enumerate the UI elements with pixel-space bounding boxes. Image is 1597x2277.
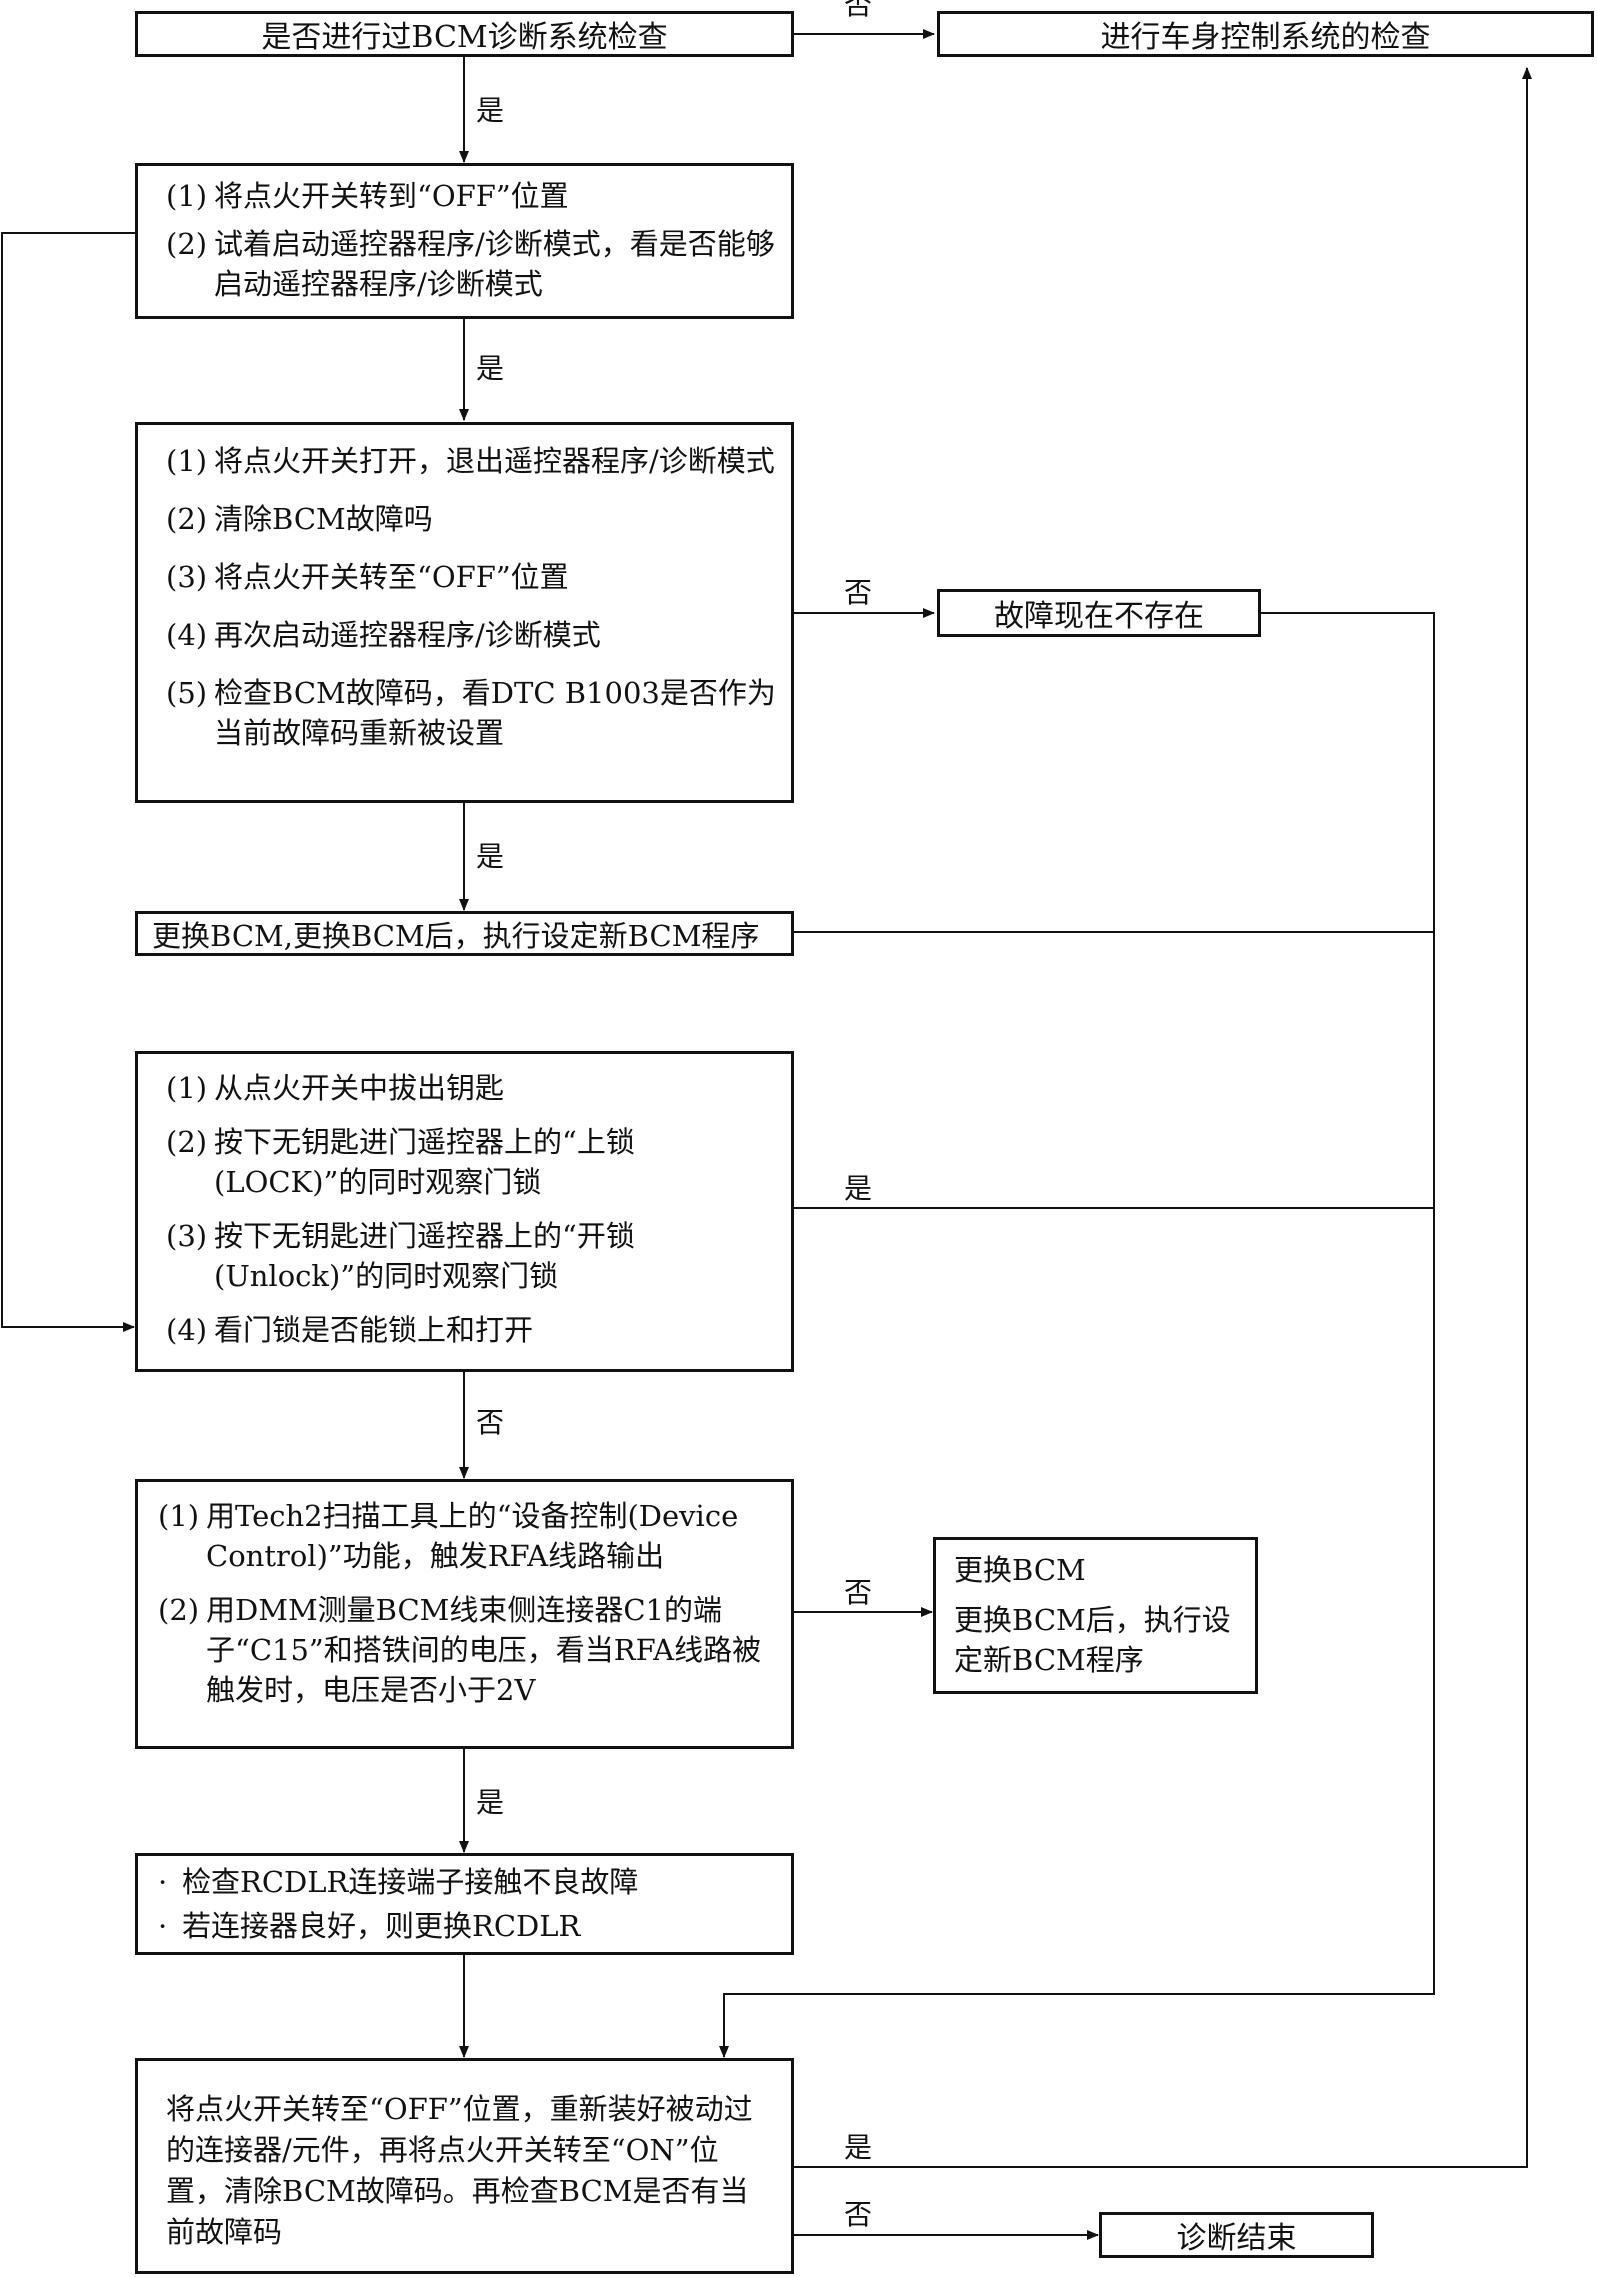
label-yes-3: 是 bbox=[476, 840, 505, 873]
lock-test-box: (1)从点火开关中拔出钥匙 (2)按下无钥匙进门遥控器上的“上锁(LOCK)”的… bbox=[135, 1051, 794, 1372]
bcm-check-question-text: 是否进行过BCM诊断系统检查 bbox=[261, 20, 668, 55]
replace-bcm-box: 更换BCM 更换BCM后，执行设定新BCM程序 bbox=[933, 1537, 1258, 1694]
label-no-top: 否 bbox=[844, 0, 873, 21]
fault-absent-box: 故障现在不存在 bbox=[937, 589, 1261, 637]
fault-absent-text: 故障现在不存在 bbox=[994, 599, 1204, 634]
label-yes-5: 是 bbox=[476, 1786, 505, 1819]
diagnosis-end-text: 诊断结束 bbox=[1176, 2221, 1297, 2256]
rfa-test-box: (1)用Tech2扫描工具上的“设备控制(Device Control)”功能，… bbox=[135, 1479, 794, 1749]
rfa-test-step: (1)用Tech2扫描工具上的“设备控制(Device Control)”功能，… bbox=[158, 1499, 739, 1573]
body-control-check-box: 进行车身控制系统的检查 bbox=[937, 11, 1594, 57]
replace-bcm-title: 更换BCM bbox=[954, 1553, 1086, 1587]
final-check-text: 将点火开关转至“OFF”位置，重新装好被动过的连接器/元件，再将点火开关转至“O… bbox=[166, 2092, 753, 2249]
body-control-check-text: 进行车身控制系统的检查 bbox=[1100, 20, 1431, 55]
clear-codes-step: (1)将点火开关打开，退出遥控器程序/诊断模式 bbox=[166, 444, 775, 478]
label-yes-final: 是 bbox=[844, 2131, 873, 2164]
clear-codes-box: (1)将点火开关打开，退出遥控器程序/诊断模式 (2)清除BCM故障吗 (3)将… bbox=[135, 422, 794, 803]
label-no-replace-bcm: 否 bbox=[844, 1576, 873, 1609]
final-yes-loop-line bbox=[792, 67, 1532, 2168]
clear-codes-step: (3)将点火开关转至“OFF”位置 bbox=[166, 560, 569, 594]
lock-test-step: (3)按下无钥匙进门遥控器上的“开锁(Unlock)”的同时观察门锁 bbox=[166, 1219, 635, 1293]
lock-test-step: (1)从点火开关中拔出钥匙 bbox=[166, 1071, 505, 1105]
lock-test-step: (4)看门锁是否能锁上和打开 bbox=[166, 1313, 534, 1347]
fault-absent-to-collector bbox=[719, 612, 1435, 2058]
label-no-final: 否 bbox=[844, 2198, 873, 2231]
label-yes-2: 是 bbox=[476, 352, 505, 385]
diagnosis-end-box: 诊断结束 bbox=[1099, 2212, 1374, 2258]
label-yes-1: 是 bbox=[476, 94, 505, 127]
replace-bcm-program-text: 更换BCM,更换BCM后，执行设定新BCM程序 bbox=[152, 918, 760, 953]
left-loop-line bbox=[1, 232, 137, 1332]
rfa-test-step: (2)用DMM测量BCM线束侧连接器C1的端子“C15”和搭铁间的电压，看当RF… bbox=[158, 1593, 762, 1707]
rcdlr-step: ·若连接器良好，则更换RCDLR bbox=[158, 1909, 581, 1943]
label-no-lock: 否 bbox=[476, 1406, 505, 1439]
label-no-fault-absent: 否 bbox=[844, 576, 873, 609]
bcm-check-question-box: 是否进行过BCM诊断系统检查 bbox=[135, 11, 794, 57]
clear-codes-step: (5)检查BCM故障码，看DTC B1003是否作为当前故障码重新被设置 bbox=[166, 676, 776, 750]
replace-bcm-text: 更换BCM后，执行设定新BCM程序 bbox=[954, 1603, 1231, 1677]
remote-mode-step: (1)将点火开关转到“OFF”位置 bbox=[166, 179, 569, 213]
lock-test-step: (2)按下无钥匙进门遥控器上的“上锁(LOCK)”的同时观察门锁 bbox=[166, 1125, 635, 1199]
remote-mode-step: (2)试着启动遥控器程序/诊断模式，看是否能够启动遥控器程序/诊断模式 bbox=[166, 227, 775, 301]
label-yes-lock: 是 bbox=[844, 1172, 873, 1205]
clear-codes-step: (2)清除BCM故障吗 bbox=[166, 502, 433, 536]
remote-mode-box: (1)将点火开关转到“OFF”位置 (2)试着启动遥控器程序/诊断模式，看是否能… bbox=[135, 163, 794, 319]
clear-codes-step: (4)再次启动遥控器程序/诊断模式 bbox=[166, 618, 601, 652]
replace-bcm-program-box: 更换BCM,更换BCM后，执行设定新BCM程序 bbox=[135, 911, 794, 956]
rcdlr-box: ·检查RCDLR连接端子接触不良故障 ·若连接器良好，则更换RCDLR bbox=[135, 1853, 794, 1955]
final-check-box: 将点火开关转至“OFF”位置，重新装好被动过的连接器/元件，再将点火开关转至“O… bbox=[135, 2058, 794, 2274]
rcdlr-step: ·检查RCDLR连接端子接触不良故障 bbox=[158, 1865, 639, 1899]
